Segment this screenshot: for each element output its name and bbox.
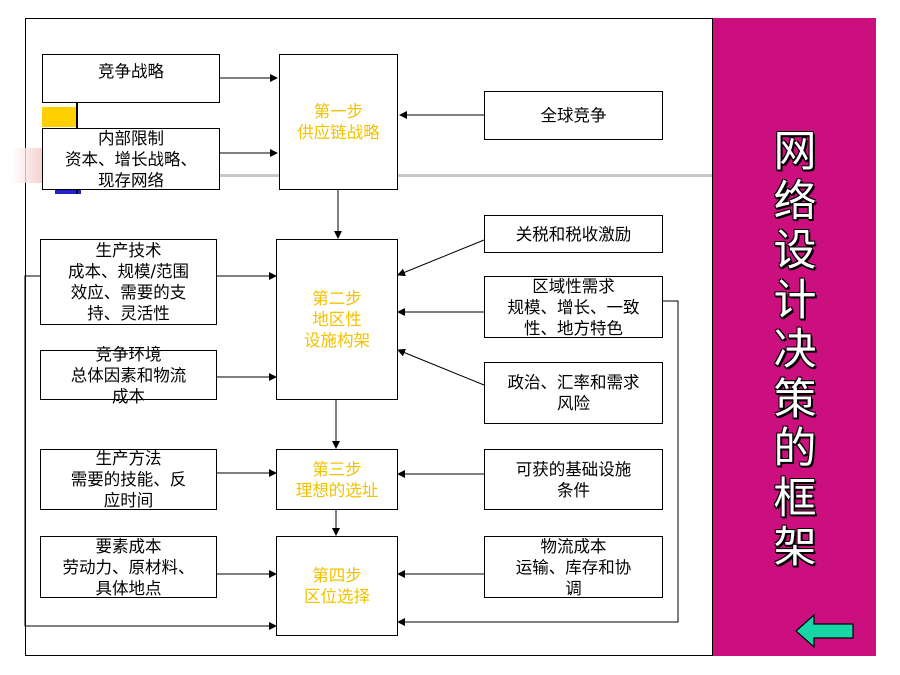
arrow-r2-s2	[397, 239, 485, 277]
right-box-logistics-costs: 物流成本 运输、库存和协 调	[484, 536, 663, 598]
step-4-box: 第四步 区位选择	[276, 536, 398, 636]
right-box-tariffs-tax: 关税和税收激励	[484, 215, 663, 253]
right-box-regional-demand: 区域性需求 规模、增长、一致 性、地方特色	[484, 276, 663, 338]
left-box-internal-constraints: 内部限制 资本、增长战略、 现存网络	[42, 128, 220, 190]
step-3-box: 第三步 理想的选址	[276, 449, 398, 510]
yellow-accent	[42, 107, 78, 127]
right-box-global-competition: 全球竞争	[484, 91, 663, 140]
left-box-factor-costs: 要素成本 劳动力、原材料、 具体地点	[40, 536, 217, 598]
blue-accent	[55, 186, 81, 194]
left-box-production-method: 生产方法 需要的技能、反 应时间	[40, 449, 217, 510]
sidebar-title: 网 络 设 计 决 策 的 框 架	[773, 127, 817, 573]
left-arrow-icon[interactable]	[794, 612, 856, 650]
right-box-infrastructure: 可获的基础设施 条件	[484, 449, 663, 510]
right-box-political-risk: 政治、汇率和需求 风险	[484, 362, 663, 424]
feedback-right-line	[397, 300, 679, 626]
step-1-box: 第一步 供应链战略	[279, 54, 398, 190]
left-box-competitive-strategy: 竞争战略	[42, 54, 220, 103]
feedback-left-line	[24, 275, 277, 630]
sidebar-panel	[712, 18, 876, 656]
left-box-competitive-environment: 竞争环境 总体因素和物流 成本	[40, 345, 217, 406]
step-2-box: 第二步 地区性 设施构架	[276, 239, 398, 400]
arrow-r4-s2	[397, 348, 485, 386]
left-box-production-technology: 生产技术 成本、规模/范围 效应、需要的支 持、灵活性	[40, 239, 217, 325]
